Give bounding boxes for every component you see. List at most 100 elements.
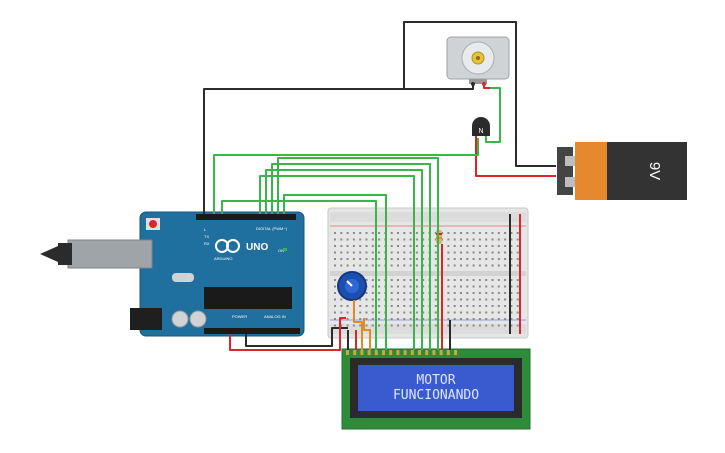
breadboard-hole	[403, 258, 406, 260]
breadboard-hole	[409, 232, 412, 234]
breadboard-hole	[504, 311, 507, 314]
battery-9v[interactable]: 9V	[557, 142, 687, 200]
breadboard-hole	[365, 245, 368, 247]
wire-green-pin-5	[271, 163, 431, 350]
breadboard-hole	[466, 279, 469, 281]
breadboard-hole	[390, 324, 393, 327]
breadboard-hole	[340, 245, 343, 247]
lcd-pin	[410, 350, 414, 355]
breadboard-hole	[447, 324, 450, 327]
breadboard-hole	[497, 279, 500, 281]
breadboard-hole	[397, 251, 399, 254]
breadboard-hole	[346, 264, 349, 267]
lcd-pin	[418, 350, 421, 355]
breadboard-hole	[365, 311, 368, 314]
lcd-pin	[346, 350, 349, 355]
breadboard-hole	[485, 285, 488, 288]
breadboard-hole	[478, 279, 481, 281]
breadboard-hole	[516, 298, 519, 301]
breadboard-hole	[504, 279, 507, 281]
breadboard-hole	[409, 311, 412, 314]
breadboard-hole	[346, 251, 349, 254]
breadboard-hole	[510, 292, 513, 294]
breadboard-hole	[491, 292, 494, 294]
lcd-pin	[403, 350, 407, 355]
breadboard-hole	[466, 311, 469, 314]
breadboard-hole	[491, 324, 494, 327]
breadboard-hole	[510, 285, 513, 288]
lcd-pin-header	[346, 350, 457, 355]
breadboard-hole	[472, 298, 475, 301]
breadboard-hole	[346, 238, 349, 241]
breadboard-hole	[460, 292, 462, 294]
breadboard-hole	[472, 311, 475, 314]
wires	[203, 21, 556, 351]
breadboard-hole	[466, 251, 469, 254]
breadboard-hole	[466, 292, 469, 294]
breadboard-hole	[447, 251, 450, 254]
breadboard-hole	[371, 318, 374, 320]
breadboard-hole	[460, 251, 462, 254]
breadboard-hole	[466, 264, 469, 267]
potentiometer[interactable]	[337, 271, 367, 301]
breadboard-hole	[397, 279, 399, 281]
breadboard-hole	[472, 324, 475, 327]
npn-transistor[interactable]: N	[472, 117, 490, 136]
breadboard-hole	[378, 238, 381, 241]
wire-black-gnd	[245, 327, 348, 347]
breadboard-hole	[447, 305, 450, 307]
breadboard-hole	[352, 258, 355, 260]
breadboard-hole	[478, 258, 481, 260]
breadboard-hole	[422, 238, 425, 241]
wire-orange-contrast	[353, 300, 363, 350]
breadboard-hole	[397, 311, 399, 314]
breadboard-hole	[378, 279, 381, 281]
breadboard-hole	[447, 258, 450, 260]
breadboard-hole	[403, 324, 406, 327]
breadboard-hole	[447, 285, 450, 288]
breadboard-hole	[466, 305, 469, 307]
breadboard[interactable]	[327, 207, 529, 339]
breadboard-hole	[485, 311, 488, 314]
breadboard-hole	[378, 292, 381, 294]
breadboard-hole	[352, 264, 355, 267]
lcd-16x2[interactable]: MOTOR FUNCIONANDO	[341, 348, 531, 430]
breadboard-hole	[371, 232, 374, 234]
breadboard-hole	[415, 245, 418, 247]
breadboard-hole	[472, 292, 475, 294]
breadboard-hole	[453, 251, 456, 254]
breadboard-hole	[334, 318, 336, 320]
breadboard-hole	[371, 258, 374, 260]
arduino-uno-board[interactable]: UNO ARDUINO DIGITAL (PWM~) POWER ANALOG …	[40, 211, 305, 337]
breadboard-hole	[390, 305, 393, 307]
breadboard-hole	[415, 292, 418, 294]
breadboard-hole	[403, 264, 406, 267]
breadboard-hole	[371, 264, 374, 267]
breadboard-hole	[334, 324, 336, 327]
breadboard-hole	[390, 258, 393, 260]
breadboard-hole	[497, 238, 500, 241]
breadboard-hole	[497, 305, 500, 307]
breadboard-hole	[340, 251, 343, 254]
rx-led-label: RX	[204, 241, 210, 246]
wire-green-pin-2	[221, 200, 377, 350]
breadboard-hole	[460, 232, 462, 234]
breadboard-hole	[491, 245, 494, 247]
breadboard-hole	[403, 318, 406, 320]
breadboard-hole	[409, 251, 412, 254]
breadboard-hole	[397, 258, 399, 260]
dc-motor[interactable]	[446, 36, 510, 86]
breadboard-hole	[485, 292, 488, 294]
breadboard-hole	[491, 238, 494, 241]
breadboard-hole	[510, 311, 513, 314]
breadboard-hole	[441, 232, 444, 234]
breadboard-hole	[340, 305, 343, 307]
breadboard-hole	[510, 245, 513, 247]
breadboard-hole	[415, 251, 418, 254]
breadboard-hole	[434, 324, 437, 327]
breadboard-hole	[422, 324, 425, 327]
breadboard-hole	[403, 311, 406, 314]
breadboard-hole	[334, 305, 336, 307]
breadboard-hole	[397, 298, 399, 301]
